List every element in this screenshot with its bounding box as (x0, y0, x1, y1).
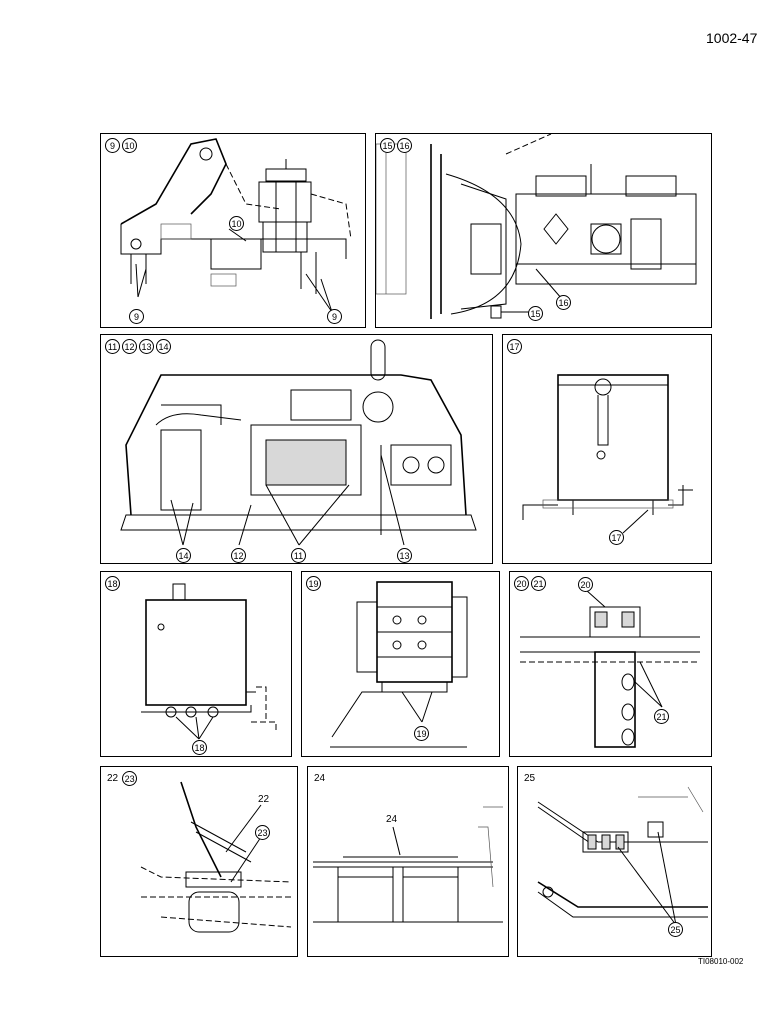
tag-number: 10 (122, 138, 137, 153)
callout-label: 22 (258, 794, 270, 805)
panel-control-valve: 19 19 (301, 571, 500, 757)
tag-number: 22 (107, 773, 119, 784)
callout-label: 9 (327, 307, 342, 325)
tag-number: 15 (380, 138, 395, 153)
fuel-tank-illustration (141, 583, 277, 740)
callout-label: 25 (668, 920, 683, 938)
pilot-valve-illustration (140, 781, 292, 933)
callout-label: 23 (255, 823, 270, 841)
batteries-illustration (313, 806, 503, 923)
panel-tag: 22 23 (105, 771, 138, 786)
panel-swing-joint: 20 21 20 21 (509, 571, 712, 757)
panel-batteries: 24 24 (307, 766, 509, 957)
panel-tag: 18 (105, 576, 120, 591)
callout-label: 24 (386, 814, 398, 825)
panel-hydraulic-tank: 17 17 (502, 334, 712, 564)
tag-number: 19 (306, 576, 321, 591)
callout-label: 14 (176, 546, 191, 563)
callout-label: 9 (129, 307, 144, 325)
panel-tag: 11 12 13 14 (105, 339, 171, 354)
tag-number: 17 (507, 339, 522, 354)
control-valve-illustration (330, 581, 468, 748)
engine-compartment-illustration (120, 339, 477, 546)
panel-tag: 19 (306, 576, 321, 591)
page-number: 1002-47 (706, 30, 758, 46)
panel-tag: 15 16 (380, 138, 412, 153)
hydraulic-tank-illustration (522, 374, 693, 534)
panel-engine-compartment: 11 12 13 14 14 12 11 13 (100, 334, 493, 564)
panel-tag: 25 (522, 771, 537, 786)
callout-label: 16 (556, 293, 571, 311)
tag-number: 13 (139, 339, 154, 354)
callout-label: 21 (654, 707, 669, 725)
callout-label: 18 (192, 738, 207, 756)
panel-tag: 24 (312, 771, 327, 786)
callout-label: 13 (397, 546, 412, 563)
callout-label: 20 (578, 575, 593, 593)
callout-label: 10 (229, 214, 244, 232)
callout-label: 11 (291, 546, 306, 563)
panel-fuel-tank: 18 18 (100, 571, 292, 757)
callout-label: 17 (609, 528, 624, 546)
tag-number: 20 (514, 576, 529, 591)
figure-code: TI08010-002 (698, 957, 744, 966)
tag-number: 25 (524, 773, 536, 784)
tag-number: 24 (314, 773, 326, 784)
tag-number: 9 (105, 138, 120, 153)
tag-number: 23 (122, 771, 138, 786)
tag-number: 18 (105, 576, 120, 591)
tag-number: 14 (156, 339, 171, 354)
panel-swing-motor: 9 10 10 9 9 (100, 133, 366, 328)
swing-joint-illustration (520, 589, 700, 748)
fuse-box-illustration (537, 786, 708, 926)
panel-pilot-valve: 22 23 22 23 (100, 766, 298, 957)
callout-label: 12 (231, 546, 246, 563)
callout-label: 15 (528, 304, 543, 322)
swing-motor-illustration (120, 138, 352, 313)
panel-tag: 20 21 (514, 576, 546, 591)
callout-label: 19 (414, 724, 429, 742)
tag-number: 21 (531, 576, 546, 591)
tag-number: 16 (397, 138, 412, 153)
panel-tag: 9 10 (105, 138, 137, 153)
panel-tag: 17 (507, 339, 522, 354)
tag-number: 12 (122, 339, 137, 354)
panel-fuse-box: 25 25 (517, 766, 712, 957)
pump-illustration (376, 134, 697, 319)
tag-number: 11 (105, 339, 120, 354)
panel-pump: 15 16 16 15 (375, 133, 712, 328)
